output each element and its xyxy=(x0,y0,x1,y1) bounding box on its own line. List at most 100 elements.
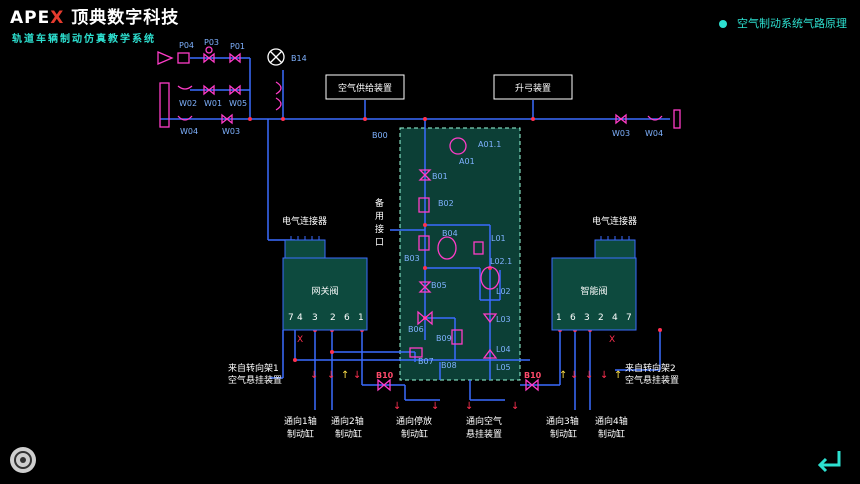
svg-text:↑: ↑ xyxy=(559,370,567,381)
pantograph-box xyxy=(493,74,573,100)
spare-port-char: 备 xyxy=(375,197,384,209)
settings-icon xyxy=(14,451,32,469)
central-panel xyxy=(399,127,521,381)
b03-body xyxy=(418,235,430,251)
page-title: 空气制动系统气路原理 xyxy=(719,15,847,31)
brand-name-x: X xyxy=(50,8,65,28)
back-arrow-icon xyxy=(817,451,841,473)
svg-text:↓: ↓ xyxy=(585,370,593,381)
svg-text:↓: ↓ xyxy=(511,401,519,412)
brand-logo: APEX 顶典数字科技 xyxy=(10,3,179,28)
label-b10-right: B10 xyxy=(524,371,542,380)
label-a01: A01 xyxy=(459,157,475,166)
annotation-airsusp-line1: 通向空气 xyxy=(466,415,502,427)
l04-icon xyxy=(482,348,498,359)
label-b03: B03 xyxy=(404,254,420,263)
air-supply-box xyxy=(325,74,405,100)
label-w04-left: W04 xyxy=(180,127,198,136)
label-b09: B09 xyxy=(436,334,452,343)
b04-tank xyxy=(437,236,457,260)
valve-icon xyxy=(418,281,432,293)
port-label: 6 xyxy=(344,313,350,323)
label-l03: L03 xyxy=(496,315,511,324)
annotation-parking-line2: 制动缸 xyxy=(401,428,428,440)
flow-arrows: ↓ ↓ ↑ ↓ ↓ ↓ ↓ ↓ ↑ ↓ ↓ ↓ ↑ xyxy=(310,370,622,412)
annotation-bogie1-line2: 空气悬挂装置 xyxy=(228,374,282,386)
reservoir-icon xyxy=(673,109,681,129)
smart-valve-label: 智能阀 xyxy=(580,285,607,297)
filter-icon xyxy=(157,51,174,65)
l02-tank xyxy=(480,266,500,290)
port-label: 4 xyxy=(612,313,618,323)
p04-body xyxy=(177,52,190,64)
valve-icon xyxy=(229,52,241,64)
left-connector-label: 电气连接器 xyxy=(282,215,327,227)
system-subtitle: 轨道车辆制动仿真教学系统 xyxy=(12,34,156,45)
hose-icon xyxy=(177,115,193,121)
label-w01: W01 xyxy=(204,99,222,108)
label-b05: B05 xyxy=(431,281,447,290)
valve-icon xyxy=(229,84,241,96)
svg-text:↓: ↓ xyxy=(431,401,439,412)
b07-body xyxy=(409,347,423,358)
annotation-bogie1-line1: 来自转向架1 xyxy=(228,362,279,374)
port-label: 2 xyxy=(330,313,336,323)
label-w03-right: W03 xyxy=(612,129,630,138)
label-p03: P03 xyxy=(204,38,219,47)
annotation-axle3-line1: 通向3轴 xyxy=(546,415,579,427)
port-label: 6 xyxy=(570,313,576,323)
settings-button[interactable] xyxy=(10,447,36,473)
port-label: 2 xyxy=(598,313,604,323)
smart-valve-box xyxy=(551,257,637,331)
annotation-parking-line1: 通向停放 xyxy=(396,415,432,427)
gateway-valve-label: 网关阀 xyxy=(311,285,338,297)
title-dot xyxy=(719,20,727,28)
valve-icon xyxy=(418,169,432,181)
gateway-valve-box xyxy=(282,257,368,331)
label-l02: L02 xyxy=(496,287,511,296)
valve-icon xyxy=(615,113,627,125)
label-l02-1: L02.1 xyxy=(490,257,512,266)
annotation-axle2-line1: 通向2轴 xyxy=(331,415,364,427)
label-b02: B02 xyxy=(438,199,454,208)
svg-text:↓: ↓ xyxy=(600,370,608,381)
annotation-axle1-line1: 通向1轴 xyxy=(284,415,317,427)
label-w02: W02 xyxy=(179,99,197,108)
svg-text:↓: ↓ xyxy=(353,370,361,381)
component-symbols xyxy=(157,46,681,392)
label-p01: P01 xyxy=(230,42,245,51)
port-label: 3 xyxy=(584,313,590,323)
port-label: 7 xyxy=(626,313,632,323)
b01-valve xyxy=(449,137,467,155)
label-b00: B00 xyxy=(372,131,388,140)
svg-text:↓: ↓ xyxy=(465,401,473,412)
valve-icon xyxy=(525,378,539,392)
port-label: 3 xyxy=(312,313,318,323)
brand-company: 顶典数字科技 xyxy=(71,8,180,28)
reservoir-icon xyxy=(159,82,170,128)
air-supply-label: 空气供给装置 xyxy=(338,82,392,94)
port-label: 7 xyxy=(288,313,294,323)
label-b01: B01 xyxy=(432,172,448,181)
b14-gauge xyxy=(267,48,285,66)
valve-icon xyxy=(203,84,215,96)
spare-port-char: 口 xyxy=(375,238,384,248)
pantograph-label: 升弓装置 xyxy=(515,82,551,94)
svg-text:↑: ↑ xyxy=(614,370,622,381)
label-b14: B14 xyxy=(291,54,307,63)
annotation-axle3-line2: 制动缸 xyxy=(550,428,577,440)
brand-name: APE xyxy=(10,8,51,28)
label-w05: W05 xyxy=(229,99,247,108)
label-l05: L05 xyxy=(496,363,511,372)
valve-icon xyxy=(203,52,215,64)
port-label: 1 xyxy=(358,313,364,323)
right-connector-label: 电气连接器 xyxy=(592,215,637,227)
gauge-icon xyxy=(205,46,213,54)
svg-text:↓: ↓ xyxy=(393,401,401,412)
annotation-airsusp-line2: 悬挂装置 xyxy=(466,428,502,440)
svg-text:↓: ↓ xyxy=(327,370,335,381)
label-l04: L04 xyxy=(496,345,511,354)
back-button[interactable] xyxy=(815,447,843,473)
annotation-bogie2-line2: 空气悬挂装置 xyxy=(625,374,679,386)
